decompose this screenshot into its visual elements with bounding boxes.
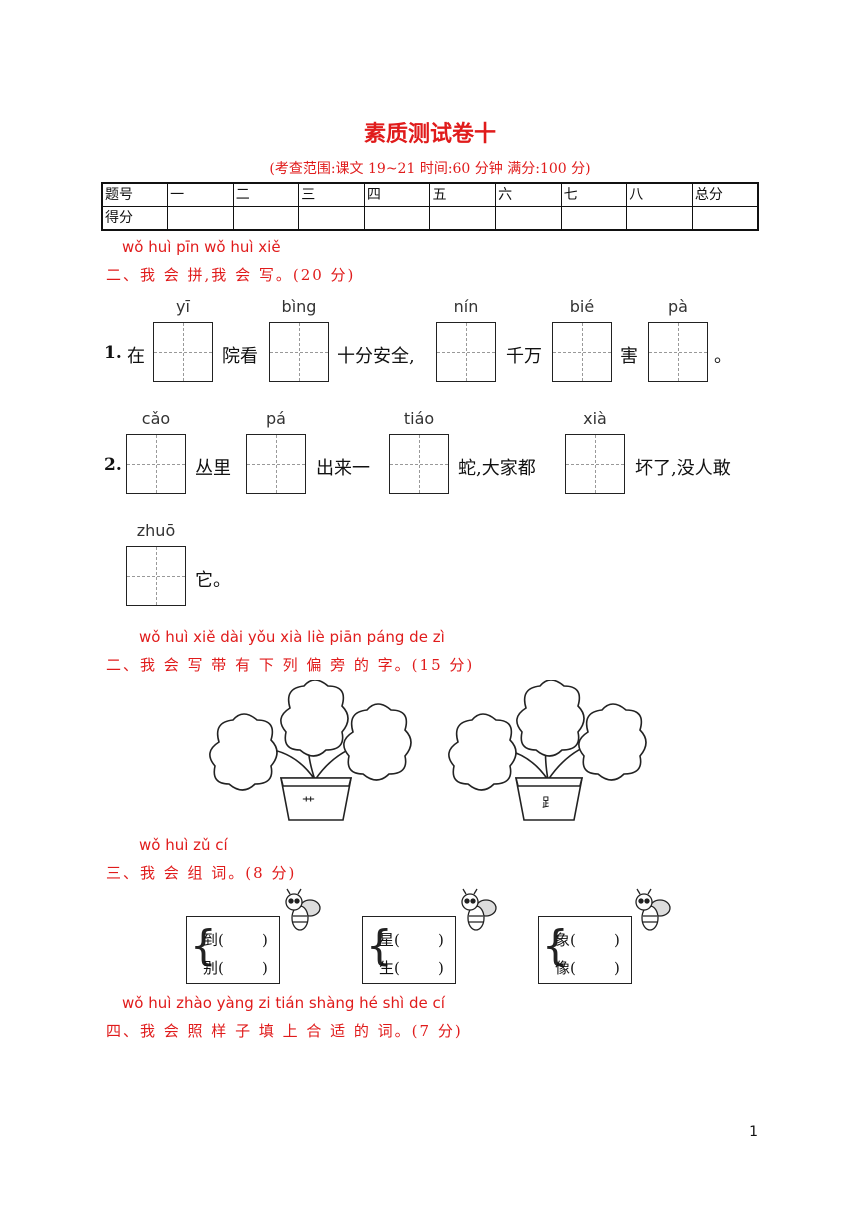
q2-pinyin: zhuō bbox=[136, 521, 176, 540]
score-table: 题号 一 二 三 四 五 六 七 八 总分 得分 bbox=[101, 182, 759, 231]
page-number: 1 bbox=[749, 1124, 758, 1140]
q2-text: 蛇,大家都 bbox=[458, 458, 536, 479]
q2-text: 坏了,没人敢 bbox=[635, 458, 731, 479]
flower-pot-radical-zu bbox=[448, 680, 647, 821]
q2-pinyin: tiáo bbox=[403, 409, 435, 428]
score-header-cell: 六 bbox=[495, 182, 562, 207]
section2-pinyin: wǒ huì xiě dài yǒu xià liè piān páng de … bbox=[139, 628, 445, 646]
score-header-cell: 一 bbox=[167, 182, 234, 207]
q1-pinyin: yī bbox=[176, 297, 190, 316]
score-cell[interactable] bbox=[495, 206, 562, 231]
radical-label: ⻊ bbox=[542, 796, 556, 811]
score-row-label: 得分 bbox=[101, 206, 169, 231]
brace-icon: { bbox=[190, 921, 217, 970]
q1-pinyin: bìng bbox=[281, 297, 317, 316]
q1-text: 十分安全, bbox=[337, 346, 415, 367]
q2-number: 2. bbox=[104, 455, 122, 475]
word-line[interactable]: 星( ) bbox=[379, 931, 444, 949]
q1-number: 1. bbox=[104, 343, 122, 363]
q1-text: 千万 bbox=[506, 346, 542, 367]
radical-label: 艹 bbox=[302, 796, 316, 811]
brace-icon: { bbox=[542, 921, 569, 970]
score-cell[interactable] bbox=[691, 206, 759, 231]
q1-answer-box[interactable] bbox=[648, 322, 708, 382]
q1-pinyin: nín bbox=[453, 297, 479, 316]
q2-text: 出来一 bbox=[316, 458, 370, 479]
section1-pinyin: wǒ huì pīn wǒ huì xiě bbox=[122, 238, 281, 256]
bee-icon bbox=[635, 888, 671, 931]
q2-pinyin: cǎo bbox=[141, 409, 171, 428]
q1-pinyin: pà bbox=[668, 297, 688, 316]
section4-pinyin: wǒ huì zhào yàng zi tián shàng hé shì de… bbox=[122, 994, 445, 1012]
section4-title: 四、我 会 照 样 子 填 上 合 适 的 词。(7 分) bbox=[106, 1022, 463, 1040]
q2-text: 丛里 bbox=[195, 458, 231, 479]
q1-answer-box[interactable] bbox=[269, 322, 329, 382]
word-line[interactable]: 生( ) bbox=[379, 959, 444, 977]
q2-answer-box[interactable] bbox=[246, 434, 306, 494]
score-cell[interactable] bbox=[429, 206, 497, 231]
q2-answer-box[interactable] bbox=[389, 434, 449, 494]
score-cell[interactable] bbox=[298, 206, 365, 231]
score-header-cell: 二 bbox=[232, 182, 300, 207]
section3-pinyin: wǒ huì zǔ cí bbox=[139, 836, 228, 854]
q2-answer-box[interactable] bbox=[565, 434, 625, 494]
section1-title: 二、我 会 拼,我 会 写。(20 分) bbox=[106, 266, 356, 284]
page-subtitle: (考查范围:课文 19~21 时间:60 分钟 满分:100 分) bbox=[269, 161, 591, 177]
score-header-cell: 总分 bbox=[691, 182, 759, 207]
score-table-score-row: 得分 bbox=[101, 206, 759, 231]
score-cell[interactable] bbox=[363, 206, 431, 231]
score-cell[interactable] bbox=[626, 206, 693, 231]
q1-answer-box[interactable] bbox=[552, 322, 612, 382]
section3-title: 三、我 会 组 词。(8 分) bbox=[106, 864, 297, 882]
score-header-cell: 三 bbox=[298, 182, 365, 207]
score-cell[interactable] bbox=[560, 206, 628, 231]
page-title: 素质测试卷十 bbox=[363, 121, 496, 147]
word-line[interactable]: 像( ) bbox=[555, 959, 620, 977]
word-line[interactable]: 别( ) bbox=[203, 959, 268, 977]
q2-answer-box[interactable] bbox=[126, 546, 186, 606]
score-header-cell: 四 bbox=[363, 182, 431, 207]
section2-title: 二、我 会 写 带 有 下 列 偏 旁 的 字。(15 分) bbox=[106, 656, 475, 674]
score-cell[interactable] bbox=[232, 206, 300, 231]
q2-pinyin: xià bbox=[583, 409, 607, 428]
word-group-box: { 星( ) 生( ) bbox=[362, 916, 456, 984]
score-header-cell: 题号 bbox=[101, 182, 169, 207]
word-group-box: { 到( ) 别( ) bbox=[186, 916, 280, 984]
flower-pot-radical-cao bbox=[209, 680, 412, 821]
q1-text: 院看 bbox=[222, 346, 258, 367]
brace-icon: { bbox=[366, 921, 393, 970]
q1-answer-box[interactable] bbox=[153, 322, 213, 382]
score-header-cell: 七 bbox=[560, 182, 628, 207]
word-line[interactable]: 到( ) bbox=[203, 931, 268, 949]
score-header-cell: 五 bbox=[429, 182, 497, 207]
bee-icon bbox=[461, 888, 497, 931]
q1-answer-box[interactable] bbox=[436, 322, 496, 382]
q2-text: 它。 bbox=[195, 570, 231, 591]
word-group-box: { 象( ) 像( ) bbox=[538, 916, 632, 984]
q2-answer-box[interactable] bbox=[126, 434, 186, 494]
q1-text: 在 bbox=[127, 346, 145, 367]
score-header-cell: 八 bbox=[626, 182, 693, 207]
word-line[interactable]: 象( ) bbox=[555, 931, 620, 949]
q1-text: 害 bbox=[620, 346, 638, 367]
score-cell[interactable] bbox=[167, 206, 234, 231]
q2-pinyin: pá bbox=[266, 409, 286, 428]
q1-pinyin: bié bbox=[569, 297, 595, 316]
q1-text: 。 bbox=[714, 346, 732, 367]
bee-icon bbox=[285, 888, 321, 931]
score-table-header-row: 题号 一 二 三 四 五 六 七 八 总分 bbox=[101, 182, 759, 207]
